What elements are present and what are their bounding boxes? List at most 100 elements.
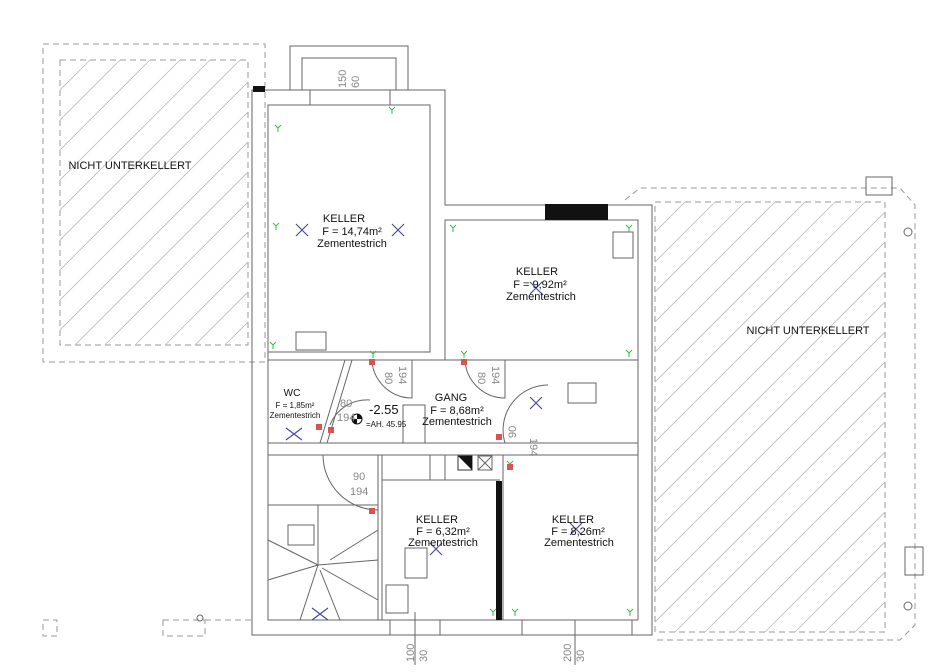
absolute-height: =AH. 45.95: [366, 420, 407, 429]
unexcavated-area-right: [624, 176, 924, 641]
svg-text:F = 14,74m²: F = 14,74m²: [322, 226, 382, 238]
svg-text:Zementestrich: Zementestrich: [270, 411, 321, 420]
outlet-icon: [369, 350, 377, 358]
svg-text:KELLER: KELLER: [516, 266, 558, 278]
svg-text:F = 1,85m²: F = 1,85m²: [276, 401, 315, 410]
outlet-icon: [460, 350, 468, 358]
hatch-line: [60, 111, 248, 301]
svg-text:F = 6,32m²: F = 6,32m²: [416, 526, 470, 538]
hatch-line: [655, 211, 885, 443]
outlet-icon: [625, 349, 633, 357]
svg-text:80: 80: [382, 372, 394, 384]
outlet-icon: [449, 224, 457, 232]
room-keller-1: KELLER F = 14,74m² Zementestrich: [317, 213, 387, 250]
hatch-line: [655, 241, 885, 473]
svg-text:Zementestrich: Zementestrich: [506, 291, 576, 303]
outlet-icon: [511, 608, 519, 616]
svg-text:KELLER: KELLER: [552, 514, 594, 526]
hatch-line: [655, 361, 885, 593]
svg-text:194: 194: [396, 366, 408, 384]
hatch-line: [655, 202, 836, 383]
outlet-icon: [489, 608, 497, 616]
hatch-line: [704, 451, 885, 632]
level-value: -2.55: [369, 402, 399, 417]
hatch-line: [104, 201, 248, 345]
hatch-line: [655, 202, 746, 293]
svg-text:KELLER: KELLER: [416, 514, 458, 526]
hatch-line: [674, 421, 885, 632]
socket-icon: [369, 508, 375, 514]
svg-text:100: 100: [405, 644, 417, 662]
hatch-line: [60, 60, 241, 241]
room-keller-2: KELLER F = 9,92m² Zementestrich: [506, 266, 576, 303]
hatch-line: [655, 391, 885, 623]
hatch-line: [794, 541, 885, 632]
socket-icon: [461, 359, 467, 365]
hatch-line: [194, 291, 248, 345]
svg-text:60: 60: [350, 76, 362, 88]
svg-text:30: 30: [575, 650, 587, 662]
svg-text:Zementestrich: Zementestrich: [317, 238, 387, 250]
room-keller-4: KELLER F = 8,26m² Zementestrich: [544, 514, 614, 549]
socket-icon: [507, 464, 513, 470]
outlet-icon: [625, 224, 633, 232]
hatch-line: [655, 202, 866, 413]
hatch-line: [60, 141, 248, 331]
hatch-line: [60, 81, 248, 271]
dimension-labels: 150 60 80 194 80 194 80 194 90 194 90 19…: [337, 70, 587, 662]
hatch-line: [655, 301, 885, 533]
svg-text:80: 80: [475, 372, 487, 384]
svg-text:Zementestrich: Zementestrich: [408, 537, 478, 549]
outlet-icon: [274, 124, 282, 132]
socket-icon: [328, 427, 334, 433]
black-wall-segments: [253, 86, 608, 620]
svg-text:150: 150: [337, 70, 349, 88]
svg-text:WC: WC: [284, 388, 301, 399]
room-gang: GANG F = 8,68m² Zementestrich: [422, 392, 492, 428]
svg-text:90: 90: [507, 426, 519, 438]
hatch-line: [824, 571, 885, 632]
hatch-line: [60, 60, 121, 121]
unexcavated-label-right: NICHT UNTERKELLERT: [746, 325, 869, 337]
outlet-icon: [272, 222, 280, 230]
hatch-line: [764, 511, 885, 632]
hatch-line: [60, 60, 181, 181]
outlet-icon: [269, 341, 277, 349]
unexcavated-area-left: [42, 43, 266, 363]
hatch-line: [60, 60, 211, 211]
walls: [251, 45, 653, 665]
svg-text:194: 194: [527, 438, 539, 456]
svg-text:194: 194: [337, 412, 355, 424]
hatch-line: [60, 60, 151, 151]
svg-text:30: 30: [418, 650, 430, 662]
socket-icon: [316, 424, 322, 430]
room-keller-3: KELLER F = 6,32m² Zementestrich: [408, 514, 478, 549]
hatch-line: [134, 231, 248, 345]
socket-icon: [496, 434, 502, 440]
outlet-icon: [626, 608, 634, 616]
outlets: [269, 106, 634, 616]
level-marker: -2.55 =AH. 45.95: [351, 402, 407, 429]
hatch-line: [164, 261, 248, 345]
socket-icon: [369, 359, 375, 365]
svg-text:Zementestrich: Zementestrich: [544, 537, 614, 549]
svg-text:F = 8,68m²: F = 8,68m²: [430, 405, 484, 417]
svg-text:200: 200: [562, 644, 574, 662]
hatch-line: [734, 481, 885, 632]
hatch-line: [655, 271, 885, 503]
outside-marks: [42, 614, 252, 637]
hatch-line: [74, 171, 248, 345]
unexcavated-label-left: NICHT UNTERKELLERT: [68, 160, 191, 172]
svg-text:F = 8,26m²: F = 8,26m²: [551, 526, 605, 538]
outlet-icon: [388, 106, 396, 114]
hatch-line: [655, 202, 776, 323]
ceiling-light-markers: [285, 223, 583, 621]
hatch-line: [655, 202, 806, 353]
svg-text:F = 9,92m²: F = 9,92m²: [513, 279, 567, 291]
svg-text:194: 194: [350, 486, 368, 498]
svg-text:GANG: GANG: [435, 392, 467, 404]
hatch-line: [60, 60, 91, 91]
svg-text:KELLER: KELLER: [323, 213, 365, 225]
hatch-line: [60, 60, 61, 61]
